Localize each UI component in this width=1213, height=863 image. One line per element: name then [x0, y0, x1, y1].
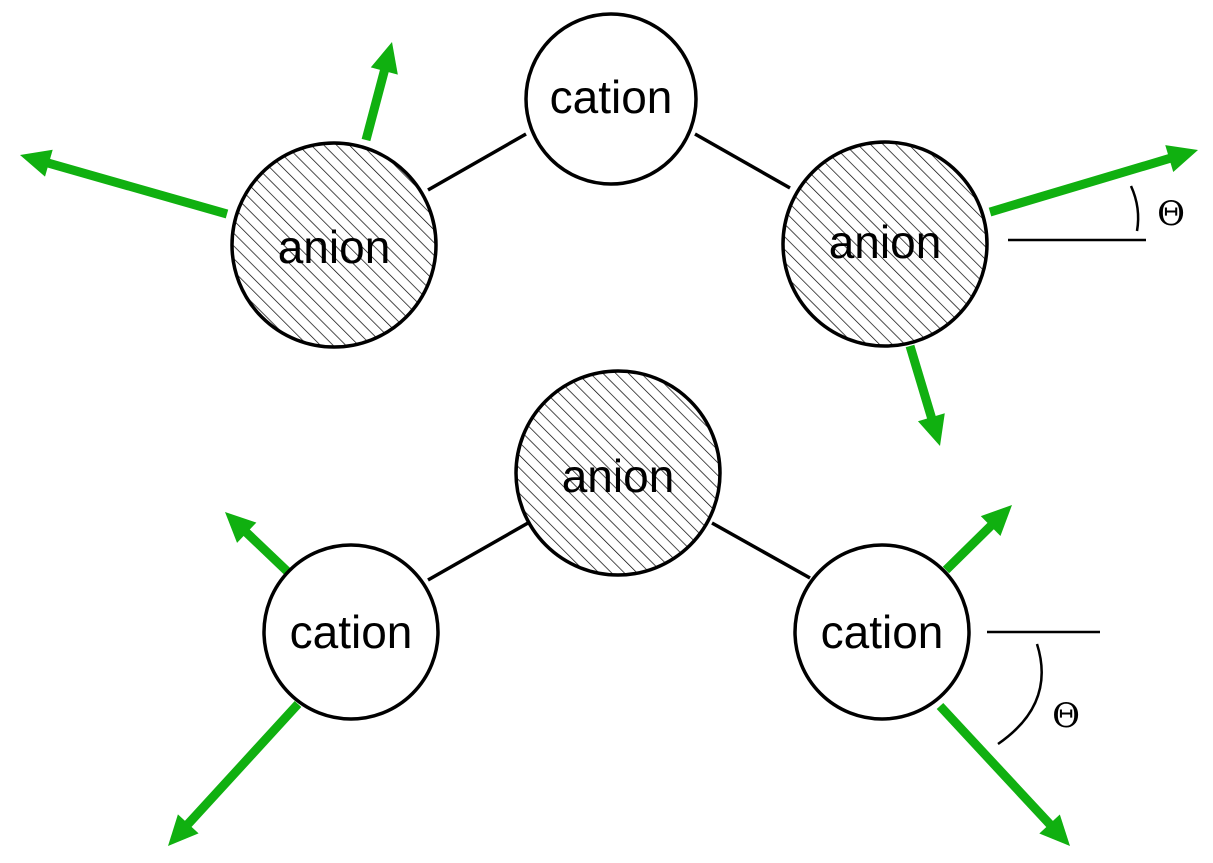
arrow-head: [225, 512, 257, 543]
top-angle-arc: [1129, 185, 1140, 232]
bottom-left-cation-label: cation: [290, 606, 413, 658]
bond-bottom-right: [711, 521, 811, 580]
top-arrows: [20, 42, 1198, 446]
bottom-anion-circle: [514, 369, 722, 577]
arrow-shaft: [905, 344, 937, 421]
arrow-head: [168, 814, 199, 846]
arrow-head: [1039, 814, 1070, 846]
top-right-anion: anion: [781, 140, 989, 348]
arrow-top-right-anion-down: [905, 344, 945, 446]
top-left-anion-label: anion: [278, 221, 391, 273]
top-right-anion-label: anion: [829, 216, 942, 268]
bottom-right-cation-circle: [793, 543, 971, 721]
top-theta-label: Θ: [1157, 194, 1185, 234]
arrow-top-right-anion-right: [988, 145, 1198, 217]
bottom-right-cation: cation: [793, 543, 971, 721]
arrow-shaft: [183, 700, 302, 829]
top-left-anion: anion: [230, 141, 438, 349]
arrow-head: [980, 505, 1012, 537]
arrow-shaft: [361, 67, 390, 142]
bottom-arrows: [168, 505, 1070, 846]
top-right-anion-circle: [781, 140, 989, 348]
arrow-shaft: [936, 702, 1055, 829]
arrow-top-left-anion-up: [361, 42, 398, 142]
arrow-bottom-right-cation-downright: [936, 702, 1070, 846]
bottom-left-cation: cation: [262, 543, 440, 721]
bottom-angle-arc: [997, 643, 1043, 746]
arrow-head: [917, 413, 945, 446]
bond-top-left: [427, 132, 527, 192]
bottom-right-cation-label: cation: [821, 606, 944, 658]
top-cation-label: cation: [550, 71, 673, 123]
arrow-shaft: [942, 521, 996, 574]
top-cation-circle: [524, 12, 698, 186]
arrow-top-left-anion-left: [20, 149, 229, 219]
arrow-shaft: [242, 528, 294, 578]
bond-top-right: [694, 132, 791, 190]
top-left-anion-circle: [230, 141, 438, 349]
bottom-molecule: anion cation cation Θ: [168, 369, 1100, 846]
bottom-left-cation-circle: [262, 543, 440, 721]
arrow-head: [1165, 145, 1198, 172]
bond-bottom-left: [427, 521, 529, 582]
arrow-bottom-left-cation-upleft: [225, 512, 294, 578]
top-cation: cation: [524, 12, 698, 186]
bottom-anion: anion: [514, 369, 722, 577]
top-molecule: cation anion anion Θ: [20, 12, 1198, 446]
arrow-head: [370, 42, 398, 75]
arrow-bottom-right-cation-upright: [942, 505, 1012, 574]
bottom-anion-label: anion: [562, 450, 675, 502]
arrow-shaft: [988, 153, 1173, 217]
bottom-theta-label: Θ: [1052, 696, 1080, 736]
arrow-shaft: [45, 158, 229, 219]
arrow-head: [20, 149, 53, 177]
arrow-bottom-left-cation-downleft: [168, 700, 302, 846]
